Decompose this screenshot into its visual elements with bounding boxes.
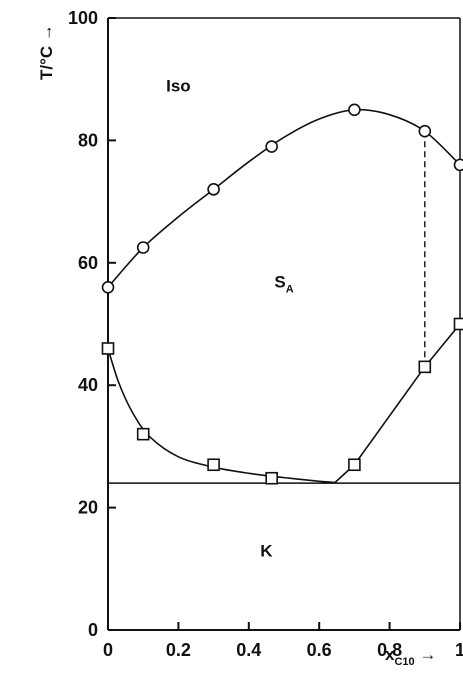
square-point xyxy=(418,360,432,374)
square-point xyxy=(136,427,150,441)
region-label: Iso xyxy=(166,76,191,95)
plot-frame xyxy=(107,17,461,631)
circle-point xyxy=(207,183,220,196)
y-tick-label: 80 xyxy=(78,130,98,150)
square-point xyxy=(101,342,115,355)
circle-point xyxy=(265,140,278,153)
y-tick-label: 0 xyxy=(88,620,98,640)
x-tick-label: 0 xyxy=(103,640,113,660)
curves xyxy=(107,108,461,484)
x-tick-label: 0.4 xyxy=(236,640,261,660)
x-tick-label: 0.6 xyxy=(307,640,332,660)
y-tick-label: 60 xyxy=(78,253,98,273)
melting-curve-right xyxy=(334,323,461,484)
y-tick-label: 40 xyxy=(78,375,98,395)
x-axis-arrow: → xyxy=(415,645,437,664)
x-tick-label: 1 xyxy=(455,640,463,660)
y-axis-label: T/°C → xyxy=(37,24,56,80)
x-axis-label-subscript: C10 xyxy=(394,656,414,668)
circle-point xyxy=(418,124,432,138)
clearing-curve xyxy=(107,108,461,288)
markers xyxy=(101,103,463,485)
circle-point xyxy=(348,103,361,117)
circle-point xyxy=(453,158,463,172)
region-label: SA xyxy=(274,272,293,295)
circle-point xyxy=(136,241,150,254)
square-point xyxy=(265,471,278,485)
x-tick-label: 0.8 xyxy=(377,640,402,660)
square-point xyxy=(453,317,463,331)
region-label: K xyxy=(260,542,273,561)
region-label-subscript: A xyxy=(286,283,294,295)
circle-point xyxy=(101,280,115,294)
square-point xyxy=(348,458,361,472)
y-tick-label: 100 xyxy=(68,8,98,28)
x-axis-label: xC10 → xyxy=(385,645,436,668)
y-tick-label: 20 xyxy=(78,498,98,518)
melting-curve-left xyxy=(107,348,336,484)
square-point xyxy=(207,458,220,472)
ticks: 0 0.2 0.4 0.6 0.8 1 0 20 40 60 80 100 xyxy=(68,8,463,660)
x-tick-label: 0.2 xyxy=(166,640,191,660)
